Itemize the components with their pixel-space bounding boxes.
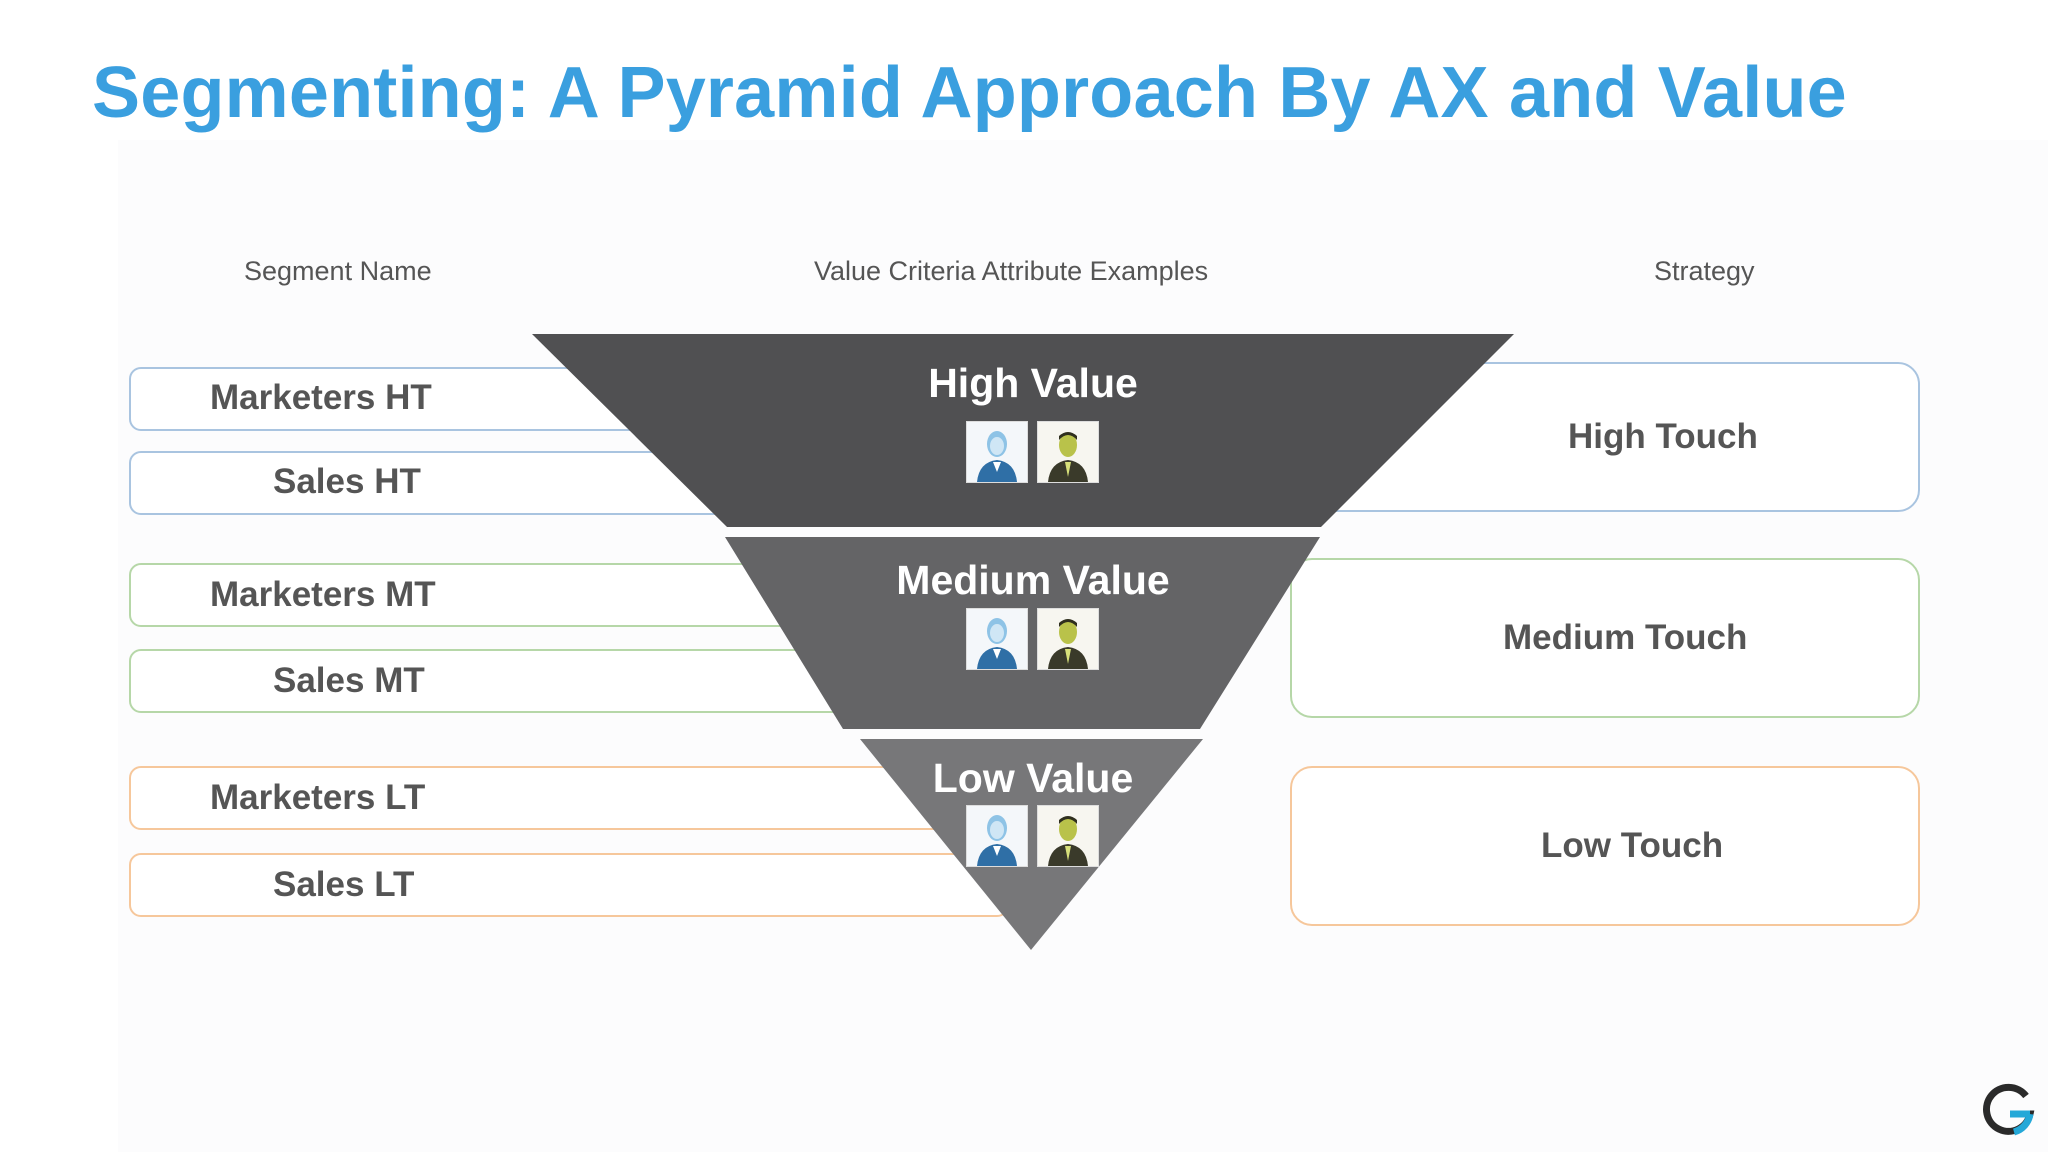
- segment-label-marketers-mt: Marketers MT: [210, 575, 436, 614]
- segment-label-sales-ht: Sales HT: [273, 462, 421, 501]
- female-avatar-icon: [966, 805, 1028, 867]
- segment-label-sales-lt: Sales LT: [273, 865, 415, 904]
- segment-label-sales-mt: Sales MT: [273, 661, 425, 700]
- header-strategy: Strategy: [1654, 256, 1755, 286]
- female-avatar-icon: [966, 421, 1028, 483]
- header-value-criteria: Value Criteria Attribute Examples: [814, 256, 1209, 286]
- strategy-label-low-touch: Low Touch: [1541, 826, 1724, 865]
- header-segment-name: Segment Name: [244, 256, 432, 286]
- male-avatar-icon: [1037, 805, 1099, 867]
- tier-label-low-value: Low Value: [932, 755, 1134, 801]
- pyramid-tier-low: [860, 739, 1203, 950]
- strategy-box-medium-touch: [1290, 558, 1920, 718]
- male-avatar-icon: [1037, 421, 1099, 483]
- strategy-label-medium-touch: Medium Touch: [1503, 618, 1748, 657]
- female-avatar-icon: [966, 608, 1028, 670]
- strategy-box-low-touch: [1290, 766, 1920, 926]
- segment-box-sales-mt: [129, 649, 919, 713]
- segment-label-marketers-lt: Marketers LT: [210, 778, 426, 817]
- g-logo-icon: [1980, 1082, 2036, 1138]
- segment-label-marketers-ht: Marketers HT: [210, 378, 432, 417]
- strategy-label-high-touch: High Touch: [1568, 417, 1758, 456]
- tier-label-medium-value: Medium Value: [896, 557, 1170, 603]
- segment-box-sales-lt: [129, 853, 1009, 917]
- slide-title: Segmenting: A Pyramid Approach By AX and…: [92, 53, 1847, 133]
- tier-label-high-value: High Value: [928, 360, 1138, 406]
- segment-box-marketers-lt: [129, 766, 1009, 830]
- male-avatar-icon: [1037, 608, 1099, 670]
